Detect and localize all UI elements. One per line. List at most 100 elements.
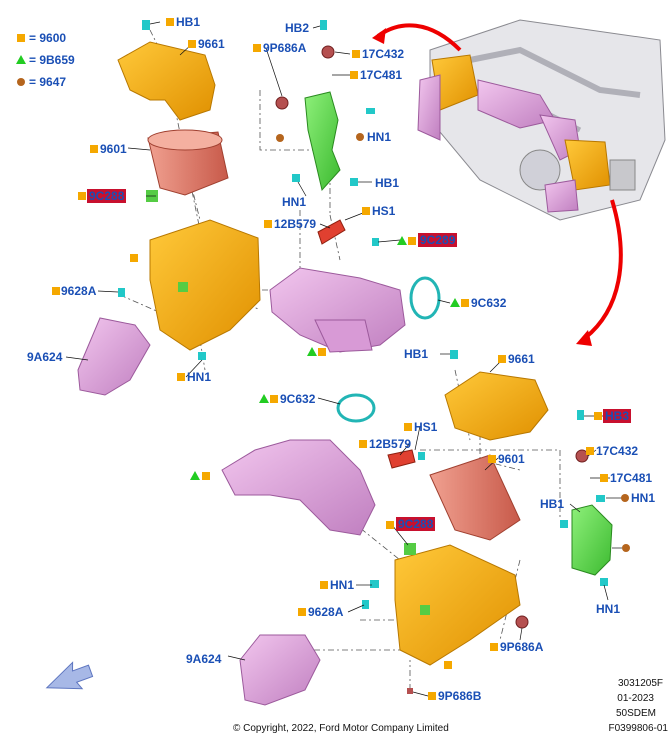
callout-hn1-bottom: HN1 [330,578,355,592]
callout-9601-bottom: 9601 [498,452,525,466]
callout-arrowhead-top [372,28,386,44]
outlet-tube-bottom [221,439,376,536]
marker-9600 [298,608,306,616]
marker-9600 [130,254,138,262]
marker-9600 [202,472,210,480]
callout-12b579-bottom: 12B579 [369,437,412,451]
callout-17c432-top: 17C432 [362,47,405,61]
marker-9647 [276,134,284,142]
sensor-12b579-bottom [387,449,416,469]
inlet-duct-9a624-top [77,317,151,396]
callout-9c289-top: 9C289 [418,233,458,247]
callout-hn1-b: HN1 [282,195,307,209]
marker-9600 [253,44,261,52]
marker-9600 [408,237,416,245]
callout-hn1-right-2: HN1 [596,602,621,616]
callout-9628a-bottom: 9628A [308,605,344,619]
marker-9600 [352,50,360,58]
callout-12b579-top: 12B579 [274,217,317,231]
bracket-bottom [571,504,613,576]
marker-9600 [490,643,498,651]
marker-9600 [404,423,412,431]
marker-9600 [78,192,86,200]
callout-9628a-top: 9628A [61,284,97,298]
clip-housing-top [178,282,188,292]
marker-9600 [359,440,367,448]
inlet-duct-9a624-bottom [239,634,321,706]
engine-inset [417,19,666,221]
illustration-date: 01-2023 [617,693,654,704]
marker-9600 [594,412,602,420]
marker-9600 [318,348,326,356]
outlet-tube-top [269,267,406,353]
marker-9600 [177,373,185,381]
callout-17c432-bottom: 17C432 [596,444,639,458]
callout-9601-top: 9601 [100,142,127,156]
legend-square-marker [17,34,25,42]
sensor-12b579-top [317,219,346,245]
callout-9c632-bottom: 9C632 [280,392,316,406]
marker-9600 [188,40,196,48]
marker-9b659 [190,471,200,480]
clamp-9c632-top [409,276,441,320]
callout-hn1-a: HN1 [367,130,392,144]
legend-item-9b659: = 9B659 [29,53,75,67]
bracket-top [304,91,341,192]
marker-9600 [498,355,506,363]
legend-circle-marker [17,78,25,86]
clip-9c288-bottom [404,543,416,555]
grommet-9p686a-bottom [515,615,529,629]
callout-17c481-bottom: 17C481 [610,471,653,485]
callout-hb1-right: HB1 [540,497,565,511]
marker-9600 [320,581,328,589]
callout-9p686b: 9P686B [438,689,482,703]
marker-9600 [488,455,496,463]
clip-housing-bottom [420,605,430,615]
callout-9a624-top: 9A624 [27,350,63,364]
marker-9600 [461,299,469,307]
marker-9b659 [450,298,460,307]
callout-9c288-bottom: 9C288 [396,517,436,531]
air-cleaner-cover-bottom [444,371,549,441]
legend-triangle-marker [16,55,26,64]
marker-9600 [586,447,594,455]
callout-hb1-b: HB1 [375,176,400,190]
air-filter-element-bottom [429,454,521,541]
marker-9600 [362,207,370,215]
callout-9661-bottom: 9661 [508,352,535,366]
copyright-notice: © Copyright, 2022, Ford Motor Company Li… [233,723,449,734]
callout-9c288-top: 9C288 [87,189,127,203]
marker-9600 [428,692,436,700]
callout-hb1-bottom: HB1 [404,347,429,361]
marker-9600 [350,71,358,79]
marker-9600 [90,145,98,153]
clamp-9c632-bottom [336,393,376,423]
legend-item-9600: = 9600 [29,31,67,45]
illustration-code-3: 50SDEM [615,708,656,719]
air-cleaner-housing-top [149,219,261,351]
callout-arrowhead-bottom [576,330,592,346]
callout-hb3: HB3 [603,409,632,423]
callout-9661-top: 9661 [198,37,225,51]
air-cleaner-cover-top [117,41,216,121]
legend-item-9647: = 9647 [29,75,67,89]
illustration-code-1: 3031205F [617,678,663,689]
callout-9p686a-bottom: 9P686A [500,640,544,654]
view-direction-arrow [45,661,94,690]
callout-hb1-top: HB1 [176,15,201,29]
marker-9600 [270,395,278,403]
marker-9600 [386,521,394,529]
marker-9b659 [259,394,269,403]
grommet-9p686a-top [275,96,289,110]
grommet-17c432-top [321,45,335,59]
marker-9600 [444,661,452,669]
illustration-code-4: F0399806-01 [608,723,669,734]
callout-arrow-bottom [583,199,623,340]
callout-9a624-bottom: 9A624 [186,652,222,666]
callout-hs1-top: HS1 [372,204,396,218]
callout-9p686a-top: 9P686A [263,41,307,55]
marker-9600 [600,474,608,482]
marker-9647 [622,544,630,552]
